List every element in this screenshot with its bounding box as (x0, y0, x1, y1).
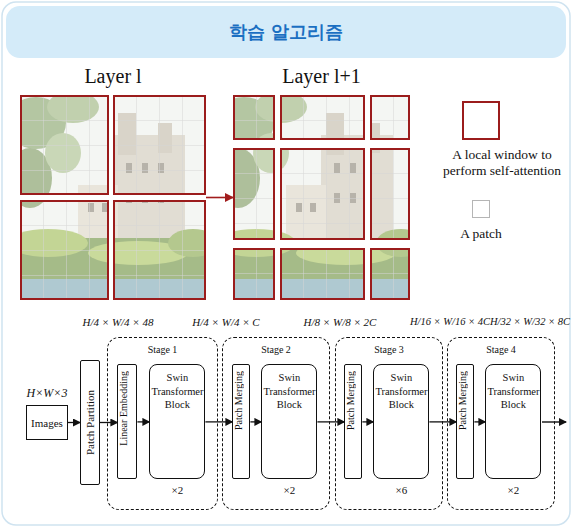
dimension-label: H/8 × W/8 × 2C (290, 316, 390, 328)
input-box: Images (26, 405, 68, 440)
node-text: Linear Embedding (118, 371, 136, 446)
flow-arrow (137, 421, 149, 422)
local-window (21, 96, 205, 299)
dimension-label: H×W×3 (0, 386, 97, 401)
flow-arrow (250, 421, 261, 422)
title-text: 학습 알고리즘 (6, 6, 566, 58)
repeat-count: ×2 (486, 484, 540, 496)
node-text: Layer l+1 (213, 65, 430, 88)
stage-group: Stage 1 Linear Embedding Swin Transformer … (107, 337, 218, 510)
node-text: Stage 2 (223, 344, 329, 355)
transformer-block: Swin Transformer Block×2 (485, 364, 541, 479)
node-text: Stage 4 (448, 344, 554, 355)
node-text: Swin Transformer Block (486, 371, 540, 410)
flow-arrow (429, 421, 456, 422)
process-box: Patch Merging (232, 364, 250, 479)
transformer-block: Swin Transformer Block×2 (149, 364, 205, 479)
transformer-block: Swin Transformer Block×6 (373, 364, 429, 479)
legend-text: A patch (436, 226, 526, 242)
node-text: Patch Merging (345, 371, 361, 430)
repeat-count: ×2 (150, 484, 204, 496)
dimension-label: H/4 × W/4 × C (176, 316, 276, 328)
process-box: Patch Merging (456, 364, 474, 479)
repeat-count: ×2 (262, 484, 316, 496)
dimension-label: H/32 × W/32 × 8C (480, 316, 572, 327)
legend-swatch (462, 101, 500, 140)
shifted-layer-image (233, 95, 410, 300)
layer-panel: Layer l+1 (233, 95, 410, 300)
shifted-window (234, 96, 409, 299)
stage-group: Stage 3 Patch Merging Swin Transformer Blo… (335, 337, 443, 510)
layer-panel: Layer l (20, 95, 206, 300)
output-arrow (542, 421, 566, 422)
dimension-label: H/16 × W/16 × 4C (400, 316, 500, 327)
process-box: Patch Partition (80, 360, 100, 485)
flow-arrow (100, 422, 117, 423)
node-text: Layer l (0, 65, 226, 88)
node-text: Stage 1 (108, 344, 217, 355)
legend-swatch (472, 200, 490, 218)
flow-arrow (474, 421, 485, 422)
transformer-block: Swin Transformer Block×2 (261, 364, 317, 479)
process-box: Patch Merging (344, 364, 362, 479)
node-text: Patch Merging (233, 371, 249, 430)
flow-arrow (206, 197, 233, 199)
node-text: Swin Transformer Block (374, 371, 428, 410)
node-text: Swin Transformer Block (150, 371, 204, 410)
flow-arrow (68, 422, 80, 423)
stage-group: Stage 2 Patch Merging Swin Transformer Blo… (222, 337, 330, 510)
repeat-count: ×6 (374, 484, 428, 496)
node-text: Stage 3 (336, 344, 442, 355)
dimension-label: H/4 × W/4 × 48 (68, 316, 168, 328)
node-text: Images (31, 417, 63, 429)
node-text: Patch Partition (84, 390, 96, 455)
node-text: Swin Transformer Block (262, 371, 316, 410)
flow-arrow (205, 421, 232, 422)
title-banner (6, 6, 566, 58)
process-box: Linear Embedding (117, 364, 137, 479)
stage-group: Stage 4 Patch Merging Swin Transformer Blo… (447, 337, 555, 510)
node-text: Patch Merging (457, 371, 473, 430)
flow-arrow (362, 421, 373, 422)
flow-arrow (317, 421, 344, 422)
layer-image (20, 95, 206, 300)
legend-text: A local window to perform self-attention (436, 147, 568, 179)
